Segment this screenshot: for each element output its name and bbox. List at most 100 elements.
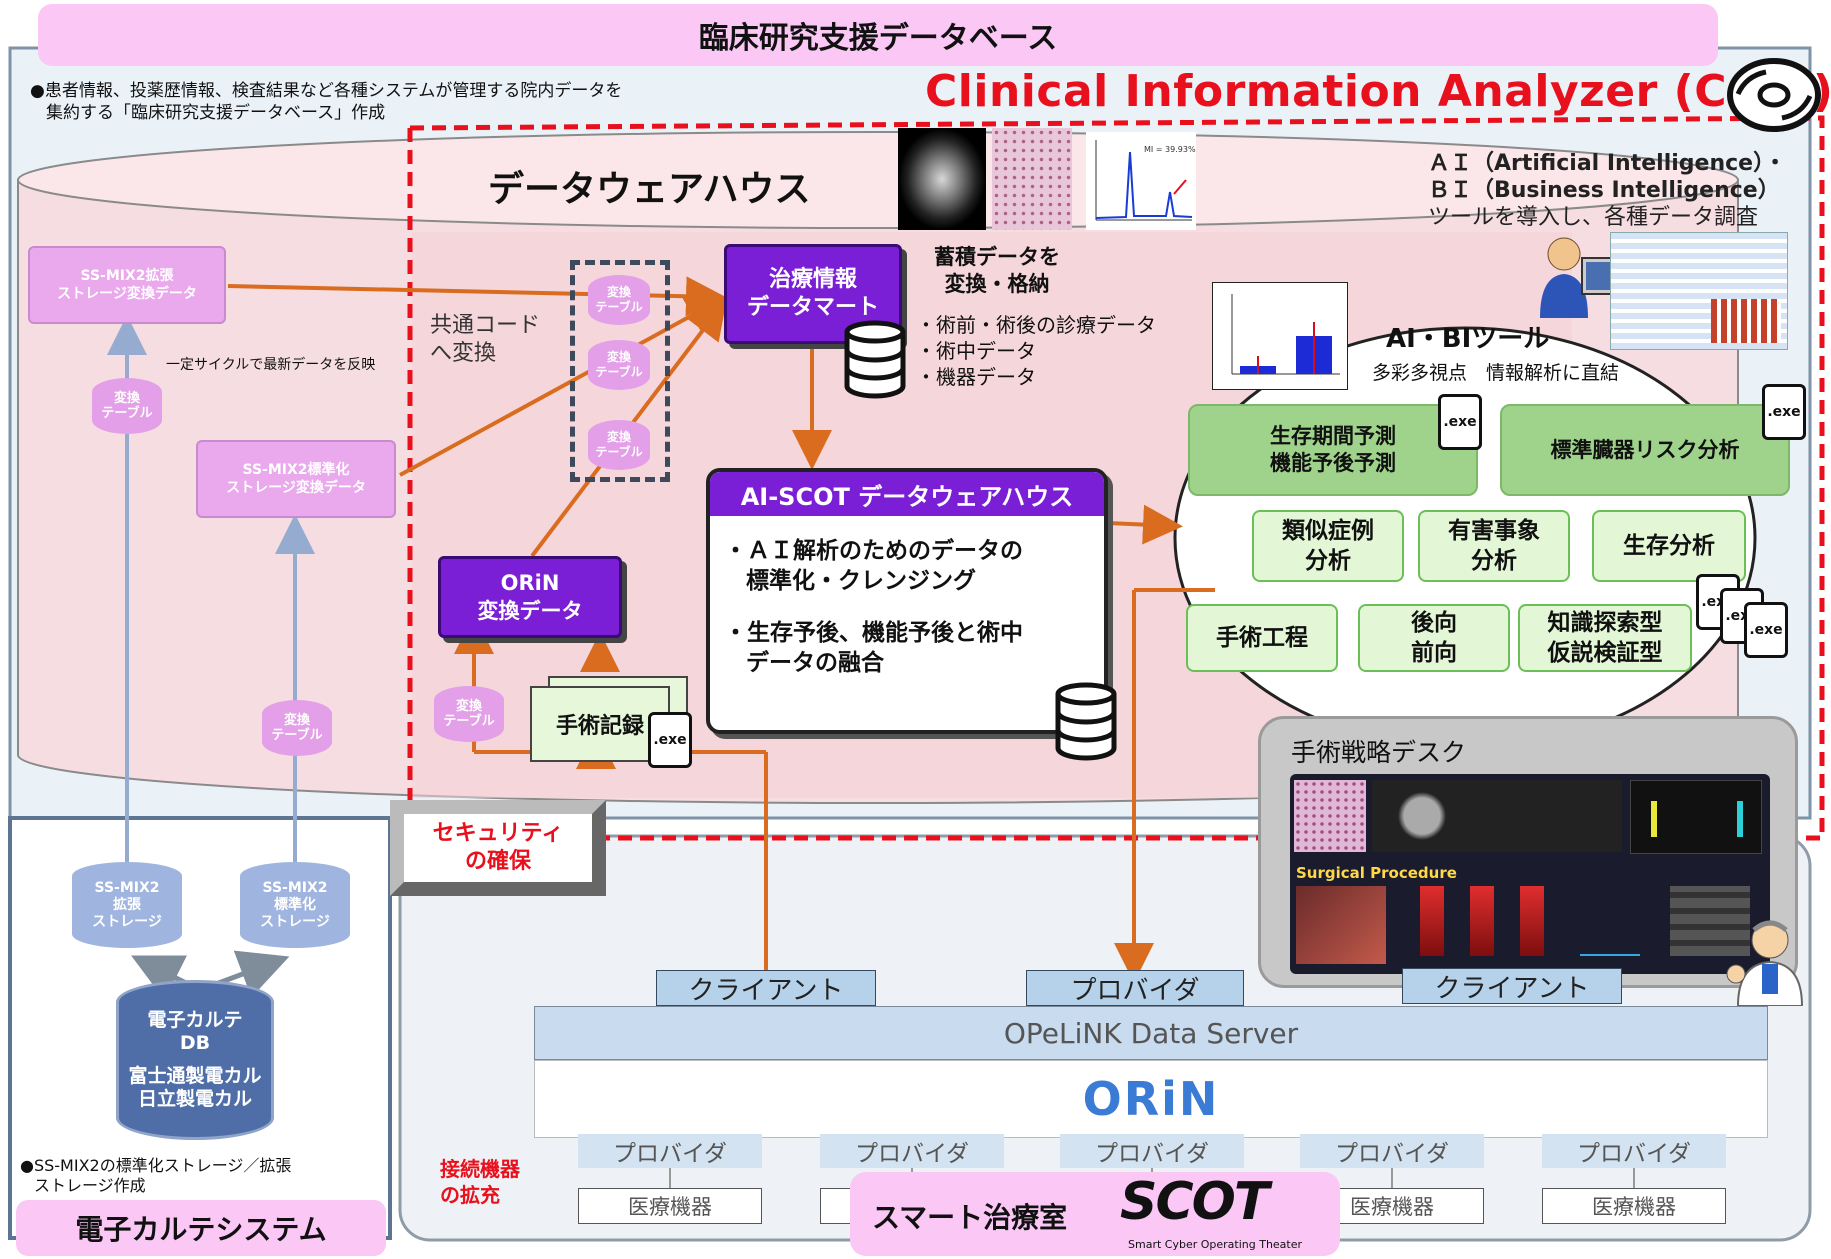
mri-image (898, 128, 986, 230)
orin-logo-area: ORiN (534, 1060, 1768, 1138)
smart-room-banner: スマート治療室 SCOT Smart Cyber Operating Theat… (850, 1172, 1340, 1256)
accumulate-line2: 変換・格納 (944, 272, 1050, 296)
tool-label: 有害事象 (1448, 518, 1540, 544)
conversion-table-mid: 変換テーブル (262, 700, 332, 756)
tool-surgical-process[interactable]: 手術工程 (1186, 604, 1338, 672)
client-box-1: クライアント (656, 970, 876, 1006)
orin-conv-line2: 変換データ (477, 599, 583, 623)
accumulate-item: ・機器データ (916, 365, 1036, 389)
tool-organ-risk[interactable]: 標準臓器リスク分析 (1500, 404, 1790, 496)
expand-line2: の拡充 (440, 1183, 500, 1207)
tool-label: 知識探索型 (1547, 610, 1663, 636)
bar-chart-inset (1212, 282, 1348, 390)
strategy-desk-title: 手術戦略デスク (1291, 738, 1467, 767)
emr-db-line: 日立製電カル (137, 1088, 252, 1110)
orin-conversion-data: ORiN 変換データ (438, 556, 622, 638)
emr-db-line: 電子カルテ (147, 1009, 243, 1031)
exe-file-icon: .exe (648, 712, 692, 768)
tool-label: 分析 (1305, 548, 1351, 574)
tool-label: 後向 (1411, 610, 1457, 636)
tool-adverse-event[interactable]: 有害事象分析 (1418, 510, 1570, 582)
conversion-table-3: 変換テーブル (588, 420, 650, 470)
cia-boundary (407, 115, 1825, 841)
tool-survival-analysis[interactable]: 生存分析 (1592, 510, 1746, 582)
cycle-text: 一定サイクルで最新データを反映 (166, 357, 376, 373)
aiscot-item: ・ＡＩ解析のためのデータの (724, 538, 1023, 564)
security-line2: の確保 (464, 849, 531, 874)
conv-table-line2: テーブル (443, 714, 495, 729)
ssmix2-std-line: 標準化 (274, 896, 316, 913)
emr-system-title: 電子カルテシステム (75, 1213, 327, 1246)
conv-table-line1: 変換 (455, 699, 482, 714)
histology-image (992, 128, 1072, 230)
provider-box-top: プロバイダ (1026, 970, 1244, 1006)
provider-box: プロバイダ (578, 1134, 762, 1168)
header-title: 臨床研究支援データベース (698, 21, 1058, 56)
ssmix2-ext-line: ストレージ (92, 913, 162, 930)
conversion-table-2: 変換テーブル (588, 340, 650, 390)
tool-label: 生存期間予測 (1270, 424, 1396, 448)
database-icon (1055, 682, 1117, 761)
conversion-table-1: 変換テーブル (588, 275, 650, 325)
aibi-note: ＡＩ（Artificial Intelligence）・ ＢＩ（Business… (1428, 150, 1786, 231)
conversion-table-orin: 変換テーブル (434, 686, 504, 742)
tool-label: 手術工程 (1216, 625, 1308, 651)
scot-subtitle: Smart Cyber Operating Theater (1128, 1238, 1303, 1251)
conv-table-line2: テーブル (595, 300, 643, 314)
tool-similar-case[interactable]: 類似症例分析 (1252, 510, 1404, 582)
accumulate-item: ・術前・術後の診療データ (916, 313, 1156, 337)
spectrum-chart: MI = 39.93% (1086, 132, 1196, 230)
conv-table-line1: 変換 (606, 350, 631, 364)
exe-file-icon: .exe (1438, 394, 1482, 450)
common-code-line1: 共通コード (430, 313, 541, 338)
aiscot-item: 標準化・クレンジング (746, 568, 976, 594)
treatment-data-mart: 治療情報 データマート (724, 244, 902, 344)
device-box: 医療機器 (578, 1188, 762, 1224)
ssmix-ext-line1: SS-MIX2拡張 (80, 268, 174, 284)
opelink-server: OPeLiNK Data Server (534, 1006, 1768, 1060)
orin-logo: ORiN (1082, 1072, 1220, 1126)
tool-survival-prediction[interactable]: 生存期間予測 機能予後予測 (1188, 404, 1478, 496)
note-top-line2: 集約する「臨床研究支援データベース」作成 (46, 103, 386, 123)
treatment-mart-line2: データマート (746, 295, 879, 320)
tool-knowledge-hypothesis[interactable]: 知識探索型仮説検証型 (1518, 604, 1692, 672)
aibi-note-line1: ＡＩ（Artificial Intelligence）・ (1428, 151, 1787, 176)
ssmix2-std-storage: SS-MIX2 標準化 ストレージ (240, 862, 350, 948)
accumulate-item: ・術中データ (916, 339, 1036, 363)
header-banner: 臨床研究支援データベース (38, 4, 1718, 66)
tool-label: 標準臓器リスク分析 (1550, 437, 1740, 462)
ssmix-std-line2: ストレージ変換データ (226, 480, 366, 496)
conv-table-line2: テーブル (595, 445, 643, 459)
emr-db-line: DB (179, 1032, 211, 1054)
conv-table-line2: テーブル (101, 406, 153, 421)
common-code-label: 共通コード へ変換 (430, 312, 540, 368)
tool-label: 前向 (1411, 640, 1457, 666)
note-bottom-line2: ストレージ作成 (34, 1176, 146, 1195)
aiscot-title: AI-SCOT データウェアハウス (710, 472, 1104, 516)
conv-table-line1: 変換 (606, 430, 631, 444)
accumulate-label: 蓄積データを 変換・格納 (934, 244, 1060, 298)
aiscot-warehouse: AI-SCOT データウェアハウス ・ＡＩ解析のためのデータの 標準化・クレンジ… (706, 468, 1108, 734)
tool-retro-prospective[interactable]: 後向前向 (1358, 604, 1510, 672)
tool-label: 機能予後予測 (1270, 451, 1396, 475)
accumulate-list: ・術前・術後の診療データ ・術中データ ・機器データ (916, 312, 1156, 390)
conv-table-line1: 変換 (283, 713, 310, 728)
ssmix2-ext-line: SS-MIX2 (94, 879, 160, 896)
note-bottom: ●SS-MIX2の標準化ストレージ／拡張 ストレージ作成 (20, 1156, 291, 1196)
ssmix2-ext-storage: SS-MIX2 拡張 ストレージ (72, 862, 182, 948)
mi-label: MI = 39.93% (1144, 145, 1196, 154)
provider-box: プロバイダ (1542, 1134, 1726, 1168)
ssmix-std-line1: SS-MIX2標準化 (242, 462, 350, 478)
conversion-table-group (570, 260, 670, 482)
expand-line1: 接続機器 (440, 1157, 520, 1181)
screenshot-thumbnail (1610, 232, 1788, 350)
user-pc-icon (1540, 237, 1627, 318)
surgical-procedure-label: Surgical Procedure (1296, 864, 1457, 882)
conv-table-line2: テーブル (271, 728, 323, 743)
exe-file-icon: .exe (1744, 602, 1788, 658)
emr-db-line: 富士通製電カル (128, 1065, 262, 1087)
exe-file-icon: .exe (1762, 384, 1806, 440)
disc-icon (1727, 58, 1821, 132)
note-top-line1: ●患者情報、投薬歴情報、検査結果など各種システムが管理する院内データを (30, 81, 623, 101)
aibi-note-line2: ＢＩ（Business Intelligence） (1428, 178, 1780, 203)
